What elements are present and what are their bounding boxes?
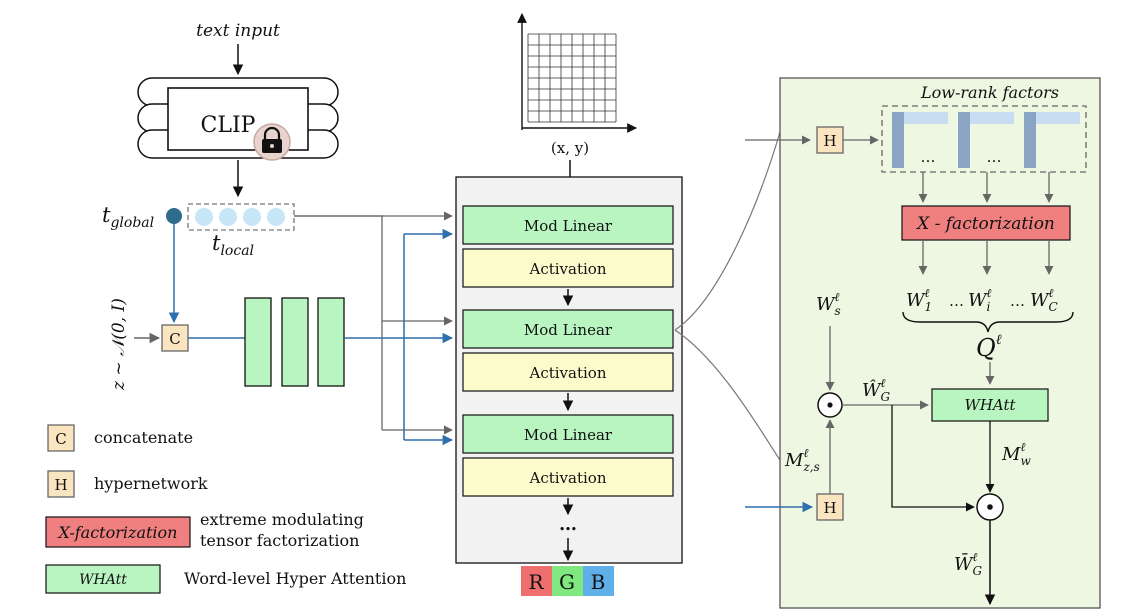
legend-whatt: WHAtt Word-level Hyper Attention [45,564,406,594]
h-bottom-node: H [816,493,844,521]
svg-text:Activation: Activation [529,260,607,278]
svg-text:Mod Linear: Mod Linear [524,217,613,235]
svg-text:H: H [823,132,836,150]
svg-text:Mod Linear: Mod Linear [524,321,613,339]
q-label: Qℓ [976,332,1002,362]
mod-linear-block: Mod Linear [462,205,674,245]
t-local-label: tlocal [212,231,254,259]
svg-text:C: C [169,330,180,348]
q-brace [902,311,1074,333]
activation-block: Activation [462,248,674,288]
legend-concat: C concatenate [47,424,193,452]
svg-text:B: B [591,570,606,594]
wg-hat-to-odot2-line [891,405,975,512]
svg-text:X - factorization: X - factorization [915,214,1055,234]
activation-block: Activation [462,457,674,497]
detail-panel [779,77,1101,609]
svg-text:H: H [54,476,67,494]
zoom-line [674,131,781,331]
rgb-output: R G B [521,566,614,596]
mlp-layer [244,297,272,387]
factor-bars [892,112,1080,168]
svg-text:tensor factorization: tensor factorization [200,531,359,550]
t-global-token [166,208,182,224]
low-rank-factors-box [881,105,1087,173]
t-local-token [195,208,213,226]
svg-text:concatenate: concatenate [94,428,193,447]
mod-linear-block: Mod Linear [462,414,674,454]
h-top-node: H [816,126,844,154]
odot-operator [976,493,1004,521]
svg-text:Activation: Activation [529,469,607,487]
mlp-layer [317,297,345,387]
svg-text:Word-level Hyper Attention: Word-level Hyper Attention [184,569,406,588]
coords-label: (x, y) [551,139,589,157]
clip-label: CLIP [201,113,256,138]
whatt-block: WHAtt [931,388,1049,422]
noise-label: z ~ 𝒩(0, I) [109,298,129,391]
t-local-token [243,208,261,226]
svg-text:C: C [55,430,66,448]
lock-icon [253,123,291,161]
svg-text:Mod Linear: Mod Linear [524,426,613,444]
w-dots: … [1010,292,1025,310]
t-global-label: tglobal [102,203,154,231]
mod-linear-block: Mod Linear [462,309,674,349]
svg-text:WHAtt: WHAtt [964,396,1016,414]
column-ellipsis: … [559,514,577,535]
svg-text:X-factorization: X-factorization [57,523,178,542]
coordinate-grid [517,13,637,133]
svg-text:Activation: Activation [529,364,607,382]
mlp-layer [281,297,309,387]
text-input-label: text input [196,21,280,41]
factor-dots: … [987,148,1002,166]
svg-text:WHAtt: WHAtt [79,572,127,588]
activation-block: Activation [462,352,674,392]
zoom-line [674,329,781,461]
factor-dots: … [921,148,936,166]
svg-text:R: R [528,570,544,594]
w-dots: … [949,292,964,310]
concat-node: C [161,324,189,352]
t-local-group [187,203,295,231]
clip-encoder: CLIP [137,77,339,161]
svg-text:extreme modulating: extreme modulating [200,510,364,529]
svg-text:G: G [559,570,575,594]
t-local-token [219,208,237,226]
svg-text:hypernetwork: hypernetwork [94,474,208,493]
legend-hypernetwork: H hypernetwork [47,470,208,498]
t-local-token [267,208,285,226]
odot-operator [817,392,843,418]
low-rank-title: Low-rank factors [920,83,1059,102]
legend-x-factorization: X-factorization extreme modulating tenso… [45,510,364,550]
svg-text:H: H [823,499,836,517]
x-factorization-block: X - factorization [901,205,1071,241]
